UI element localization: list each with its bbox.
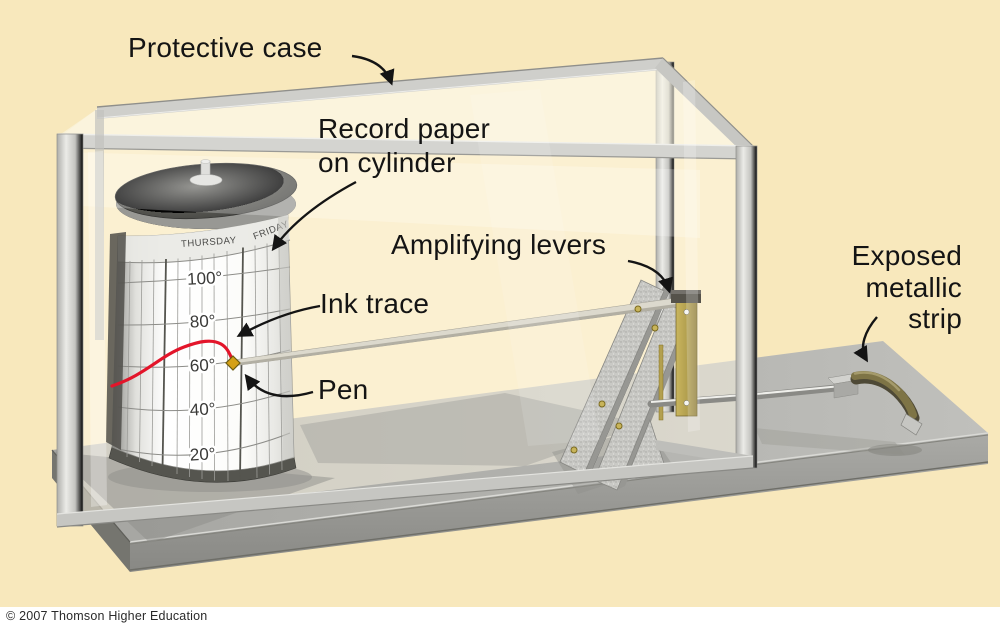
strip-mount-block — [833, 379, 859, 399]
label-exposed-metallic-strip: Exposed metallic strip — [852, 240, 962, 335]
cylinder-left-shade — [106, 232, 126, 450]
label-exposed-line2: metallic — [865, 271, 962, 303]
label-protective-case: Protective case — [128, 31, 322, 65]
exposed-metallic-strip-assembly — [827, 371, 923, 436]
label-ink-trace: Ink trace — [320, 287, 429, 321]
strip-end-cap — [900, 413, 923, 436]
brass-link-rod — [658, 344, 664, 421]
label-pen-text: Pen — [318, 374, 369, 405]
label-pen: Pen — [318, 373, 368, 407]
record-cylinder: 100° 80° 60° 40° 20° THURSDAY FRIDAY — [106, 159, 298, 483]
front-bottom-rail — [57, 456, 753, 527]
roof-glass — [58, 60, 753, 147]
pen-arrow — [244, 373, 314, 398]
copyright-bar: © 2007 Thomson Higher Education — [0, 607, 1000, 626]
temp-label-20: 20° — [189, 444, 216, 464]
glass-streak-left — [88, 151, 107, 507]
back-top-rail — [97, 58, 663, 119]
pen — [225, 355, 241, 371]
temperature-scale: 100° 80° 60° 40° 20° — [184, 266, 225, 468]
front-top-rail — [58, 134, 753, 159]
label-record-paper: Record paper on cylinder — [318, 112, 490, 180]
day-label-thursday: THURSDAY — [181, 235, 237, 250]
cylinder-spindle-knob — [189, 159, 223, 186]
bimetal-strip — [851, 371, 917, 419]
annotation-arrows — [236, 54, 878, 398]
ink-trace-line — [110, 339, 235, 388]
ink-trace-arrow — [236, 304, 321, 337]
label-ink-trace-text: Ink trace — [320, 288, 430, 319]
label-exposed-line3: strip — [908, 303, 962, 335]
glass-reflection-band — [62, 152, 700, 238]
record-paper-arrow — [271, 180, 357, 252]
protective-case-frame — [56, 57, 758, 528]
temp-label-100: 100° — [187, 268, 223, 289]
right-top-rail — [655, 58, 753, 153]
front-left-post — [56, 133, 84, 527]
temp-label-80: 80° — [189, 311, 216, 331]
temp-label-40: 40° — [189, 399, 216, 419]
label-record-paper-line1: Record paper — [318, 113, 491, 144]
brass-lever-plate — [671, 290, 701, 417]
glass-streak-right — [683, 80, 700, 432]
exposed-strip-arrow — [853, 316, 878, 363]
front-right-post — [735, 145, 758, 469]
label-protective-case-text: Protective case — [128, 32, 323, 63]
amplifying-levers-arrow — [627, 259, 674, 294]
copyright-text: © 2007 Thomson Higher Education — [6, 609, 208, 623]
label-amplifying-levers-text: Amplifying levers — [391, 229, 607, 260]
glass-streak-front — [470, 89, 600, 446]
label-record-paper-line2: on cylinder — [318, 147, 456, 179]
brass-pins — [570, 305, 659, 454]
label-amplifying-levers: Amplifying levers — [391, 228, 606, 262]
label-exposed-line1: Exposed — [851, 240, 962, 271]
temp-label-60: 60° — [189, 355, 216, 375]
back-left-post — [95, 110, 104, 340]
protective-case-arrow — [351, 54, 395, 86]
